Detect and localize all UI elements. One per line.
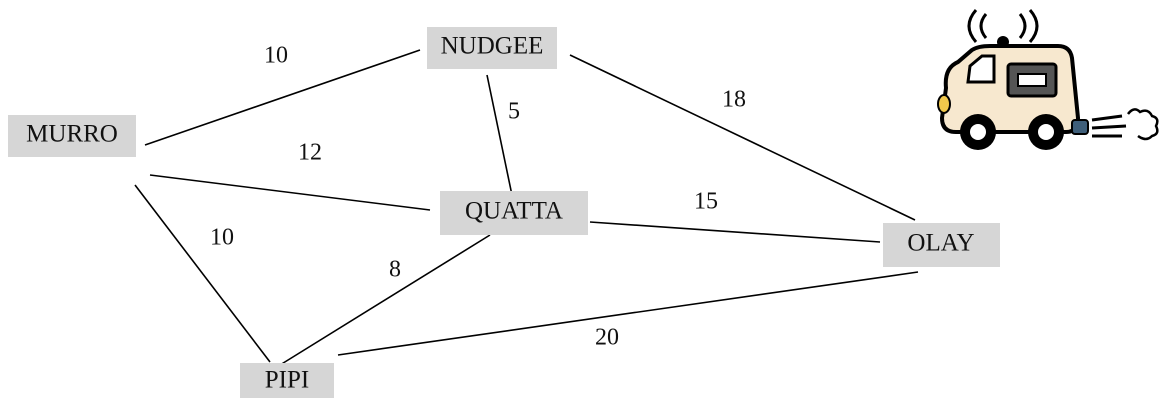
weight-nudgee-olay: 18 <box>722 87 746 113</box>
weight-nudgee-quatta: 5 <box>508 99 520 125</box>
node-box <box>8 115 136 157</box>
node-quatta: QUATTA <box>440 191 588 235</box>
edge-nudgee-olay <box>569 54 916 221</box>
node-murro: MURRO <box>8 115 136 157</box>
node-label: OLAY <box>907 230 974 257</box>
weight-murro-nudgee: 10 <box>264 43 288 69</box>
edge-quatta-olay <box>589 221 881 243</box>
node-box <box>440 191 588 235</box>
node-label: MURRO <box>26 121 118 148</box>
weight-quatta-olay: 15 <box>694 189 718 215</box>
edge-weights-layer: 10 5 18 12 10 15 8 20 <box>210 43 746 351</box>
node-label: QUATTA <box>465 198 563 225</box>
edge-nudgee-quatta <box>486 74 514 201</box>
edge-murro-nudgee <box>144 49 421 146</box>
edges-layer <box>134 49 919 366</box>
node-nudgee: NUDGEE <box>427 27 557 69</box>
edge-quatta-pipi <box>279 234 491 366</box>
node-pipi: PIPI <box>240 363 334 398</box>
delivery-van-icon <box>937 9 1159 150</box>
edge-pipi-olay <box>337 271 919 356</box>
node-box <box>427 27 557 69</box>
edge-murro-quatta <box>149 174 431 211</box>
weight-pipi-olay: 20 <box>595 325 619 351</box>
edge-murro-pipi <box>134 184 271 363</box>
node-olay: OLAY <box>883 223 1000 267</box>
node-label: NUDGEE <box>441 33 544 60</box>
weight-murro-quatta: 12 <box>298 140 322 166</box>
node-label: PIPI <box>265 367 309 394</box>
node-box <box>883 223 1000 267</box>
weight-quatta-pipi: 8 <box>389 257 401 283</box>
node-box <box>240 363 334 398</box>
weight-murro-pipi: 10 <box>210 225 234 251</box>
